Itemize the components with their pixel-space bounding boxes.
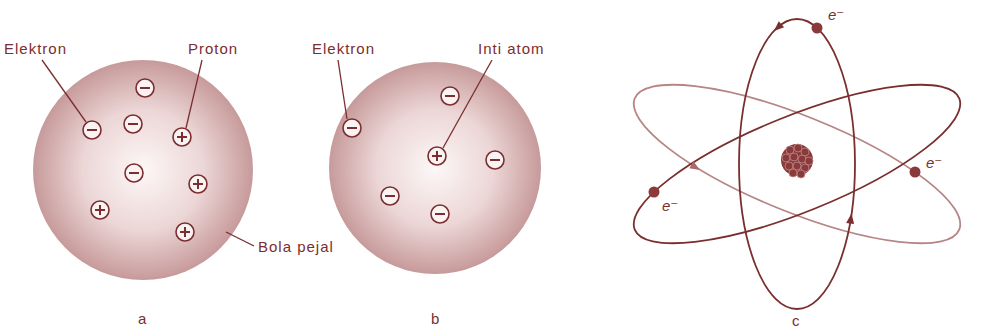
figure-letter: b [431, 310, 440, 328]
proton-symbol [176, 223, 194, 241]
electron-symbol [124, 115, 142, 133]
figure-letter: c [792, 312, 801, 330]
electron-dot [812, 23, 823, 34]
electron-symbol [381, 187, 399, 205]
part-label: Inti atom [478, 40, 545, 58]
nucleons [782, 144, 813, 178]
electron-label: e⁻ [662, 197, 678, 215]
solid-sphere [33, 60, 253, 280]
orbit [617, 54, 977, 274]
electron-orbits [617, 19, 977, 309]
proton-symbol [173, 128, 191, 146]
nucleus-symbol [428, 147, 446, 165]
leader-line [338, 60, 347, 119]
nucleus-body [781, 144, 813, 176]
electron-symbol [83, 121, 101, 139]
electron-label: e⁻ [926, 154, 942, 172]
electron-symbol [486, 151, 504, 169]
electron-symbol [136, 79, 154, 97]
leader-line [226, 232, 254, 246]
atom-sphere [329, 62, 541, 274]
nucleon [789, 169, 797, 177]
leader-line [42, 60, 86, 122]
part-label: Elektron [312, 40, 375, 58]
orbit [739, 19, 855, 309]
figure-letter: a [138, 310, 147, 328]
proton-symbol [91, 201, 109, 219]
electron-dot [910, 167, 921, 178]
part-label: Bola pejal [258, 238, 334, 256]
electron-symbol [343, 119, 361, 137]
orbit-arrowhead [689, 161, 700, 170]
leader-line [186, 60, 202, 128]
orbit-arrowhead [846, 214, 854, 225]
leader-line [443, 60, 492, 148]
electron-dot [649, 187, 660, 198]
electron-symbol [441, 87, 459, 105]
nucleus [781, 144, 813, 178]
proton-symbol [189, 175, 207, 193]
nucleon [782, 154, 790, 162]
nucleon [797, 170, 805, 178]
orbit [617, 54, 977, 274]
part-label: Proton [188, 40, 238, 58]
nucleon [790, 153, 798, 161]
electron-label: e⁻ [828, 6, 844, 24]
electron-symbol [125, 164, 143, 182]
part-label: Elektron [4, 40, 67, 58]
electron-symbol [431, 205, 449, 223]
orbit-arrowhead [774, 21, 784, 31]
